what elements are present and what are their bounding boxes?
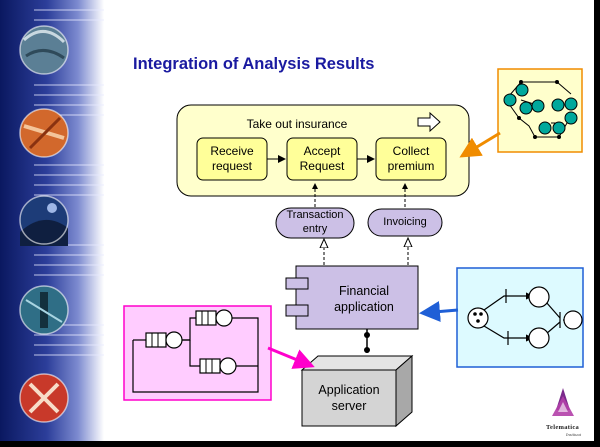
step-accept-label-1: Accept xyxy=(303,144,341,158)
node-label-2: server xyxy=(331,399,367,413)
step-accept-label-2: Request xyxy=(299,159,345,173)
assignment-dot-top xyxy=(364,332,370,338)
blue-link-arrow xyxy=(419,301,459,322)
component-label-2: application xyxy=(334,300,394,314)
component-port-bottom xyxy=(285,304,309,317)
sidebar-photo-3 xyxy=(19,195,69,246)
right-arrow-icon xyxy=(417,111,441,133)
telematica-logo-icon xyxy=(552,388,574,416)
node-label-1: Application xyxy=(318,383,380,397)
magenta-link-arrow xyxy=(267,346,315,369)
sidebar-photo-2 xyxy=(19,108,69,158)
logo-name: Telematica xyxy=(546,424,580,431)
process-graph-icon xyxy=(497,68,583,153)
step-collect-label-1: Collect xyxy=(392,144,430,158)
step-receive-label-2: request xyxy=(211,159,253,173)
photo-sidebar xyxy=(0,0,104,441)
process-title: Take out insurance xyxy=(246,117,348,131)
slide-title: Integration of Analysis Results xyxy=(133,55,375,73)
service-invoicing xyxy=(367,208,443,237)
node-application-server xyxy=(300,354,414,428)
step-collect-premium xyxy=(375,137,447,181)
orange-link-arrow xyxy=(459,131,501,158)
queueing-network-icon xyxy=(123,305,272,401)
service-invoicing-label: Invoicing xyxy=(383,216,427,228)
sidebar-photo-1 xyxy=(19,25,69,75)
assignment-dot-bottom xyxy=(364,347,370,353)
sidebar-photo-4 xyxy=(19,285,69,335)
logo-subtitle: Instituut xyxy=(566,432,582,437)
slide-panel: Integration of Analysis Results xyxy=(0,0,594,441)
step-receive-label-1: Receive xyxy=(210,144,254,158)
service-transaction-entry xyxy=(275,207,355,239)
component-financial-application xyxy=(295,265,419,330)
component-port-top xyxy=(285,277,309,290)
service-transaction-label-2: entry xyxy=(302,223,328,235)
component-label-1: Financial xyxy=(338,284,390,298)
step-collect-label-2: premium xyxy=(387,159,435,173)
sidebar-photo-5 xyxy=(19,373,69,423)
petri-net-icon xyxy=(456,267,584,368)
service-transaction-label-1: Transaction xyxy=(286,209,344,221)
architecture-diagram xyxy=(123,68,584,428)
